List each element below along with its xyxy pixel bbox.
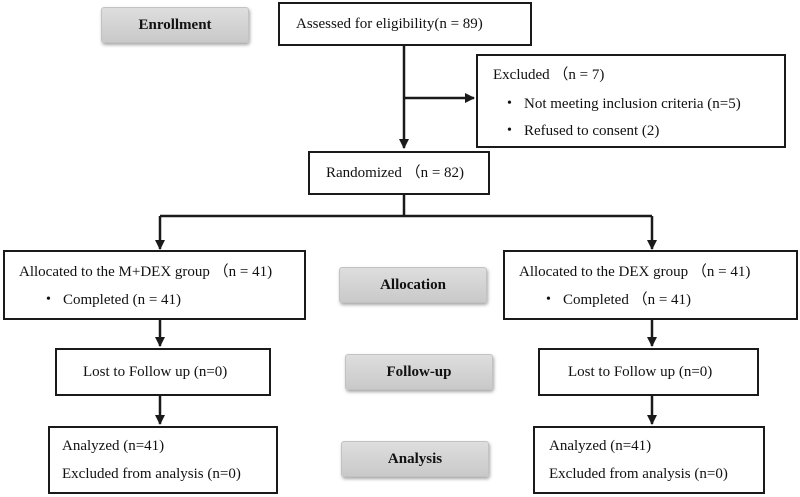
left-followup-box: Lost to Follow up (n=0)	[55, 348, 271, 396]
stage-label-allocation: Allocation	[339, 267, 487, 303]
right-followup-box: Lost to Follow up (n=0)	[538, 348, 759, 396]
right-analyzed-text: Analyzed (n=41)	[549, 438, 652, 454]
left-analysis-box: Analyzed (n=41) Excluded from analysis (…	[48, 426, 278, 494]
excluded-reason-item: Not meeting inclusion criteria (n=5)	[507, 95, 741, 114]
right-excluded-analysis-text: Excluded from analysis (n=0)	[549, 466, 728, 482]
stage-label-enrollment: Enrollment	[101, 7, 249, 43]
left-allocation-box: Allocated to the M+DEX group （n = 41) Co…	[3, 250, 306, 320]
left-completed-text: Completed (n = 41)	[46, 291, 181, 310]
excluded-box: Excluded （n = 7) Not meeting inclusion c…	[476, 54, 786, 148]
assessed-text: Assessed for eligibility(n = 89)	[296, 16, 483, 32]
randomized-box: Randomized （n = 82)	[308, 151, 490, 195]
left-allocated-text: Allocated to the M+DEX group （n = 41)	[19, 264, 273, 280]
right-lost-text: Lost to Follow up (n=0)	[568, 364, 713, 380]
right-allocated-text: Allocated to the DEX group （n = 41)	[519, 264, 751, 280]
excluded-title: Excluded （n = 7)	[493, 67, 605, 83]
stage-label-follow-up: Follow-up	[345, 354, 493, 390]
left-lost-text: Lost to Follow up (n=0)	[83, 364, 228, 380]
stage-label-analysis: Analysis	[341, 441, 489, 477]
assessed-box: Assessed for eligibility(n = 89)	[278, 2, 532, 46]
excluded-reason-item: Refused to consent (2)	[507, 122, 659, 141]
left-excluded-analysis-text: Excluded from analysis (n=0)	[62, 466, 241, 482]
right-completed-text: Completed （n = 41)	[546, 291, 691, 310]
right-analysis-box: Analyzed (n=41) Excluded from analysis (…	[533, 426, 765, 494]
right-allocation-box: Allocated to the DEX group （n = 41) Comp…	[503, 250, 798, 320]
left-analyzed-text: Analyzed (n=41)	[62, 438, 165, 454]
randomized-text: Randomized （n = 82)	[326, 165, 465, 181]
